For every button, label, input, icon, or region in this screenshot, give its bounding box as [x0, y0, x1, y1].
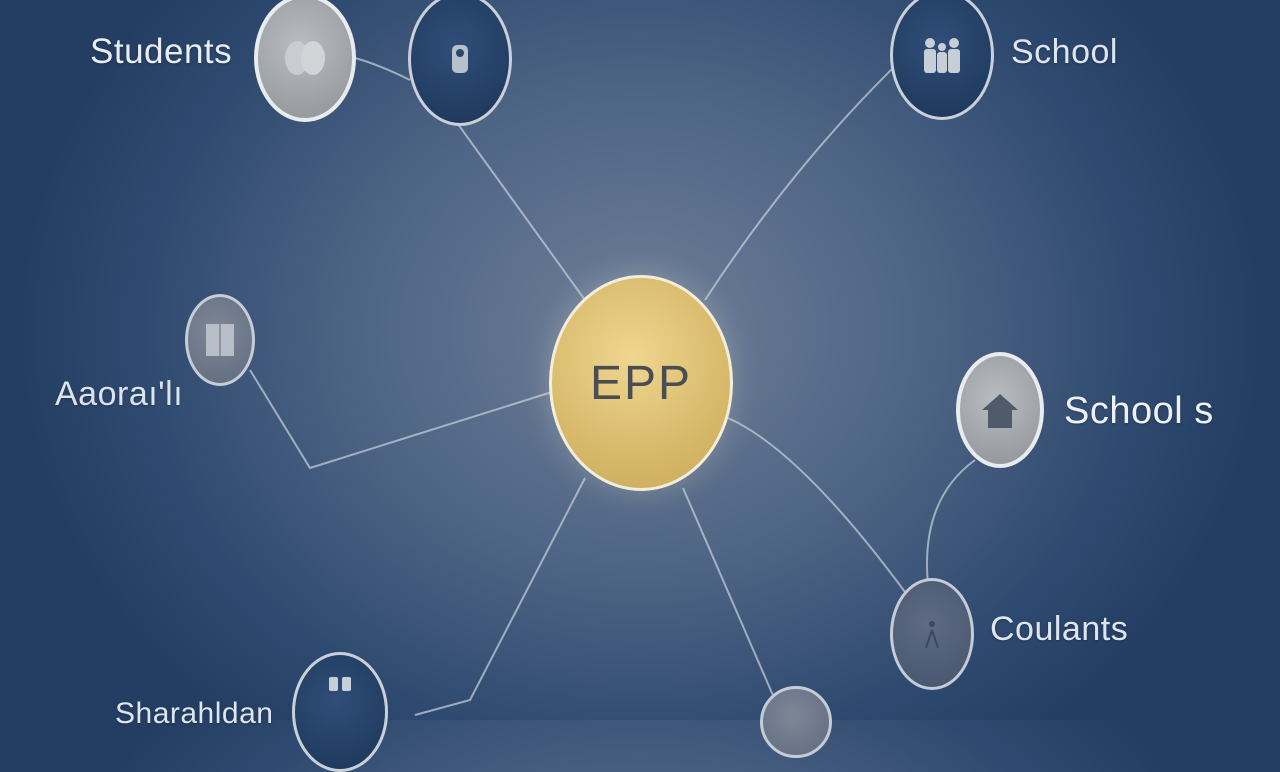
document-icon [206, 324, 234, 356]
link-top-dark-students [354, 57, 411, 81]
people-icon [329, 677, 351, 691]
schools-right-label: School s [1064, 390, 1214, 432]
top-dark-node[interactable] [408, 0, 512, 126]
link-counselors-schools [926, 459, 976, 586]
link-center-bottom-center [682, 487, 776, 701]
link-center-counselors [727, 417, 906, 593]
people-icon [285, 41, 325, 75]
link-center-left [249, 369, 553, 470]
bottom-left-node[interactable] [292, 652, 388, 772]
left-label: Aaoraı'lı [55, 375, 184, 413]
home-icon [982, 394, 1018, 428]
center-node[interactable]: EPP [549, 275, 733, 491]
link-center-bottom-left [414, 477, 586, 716]
school-top-label: School [1011, 33, 1118, 71]
counselors-node[interactable] [890, 578, 974, 690]
students-node[interactable] [254, 0, 356, 122]
link-center-school-top [704, 67, 894, 301]
link-center-top-dark [454, 119, 586, 301]
schools-right-node[interactable] [956, 352, 1044, 468]
person-icon [452, 45, 468, 73]
students-label: Students [90, 32, 233, 71]
left-node[interactable] [185, 294, 255, 386]
bottom-left-label: Sharahldan [115, 697, 274, 730]
center-label: EPP [589, 356, 693, 410]
bottom-center-node[interactable] [760, 686, 832, 758]
connection-lines [249, 57, 976, 716]
family-icon [924, 38, 960, 73]
person-icon [925, 621, 939, 649]
school-top-node[interactable] [890, 0, 994, 120]
counselors-label: Coulants [990, 610, 1129, 648]
